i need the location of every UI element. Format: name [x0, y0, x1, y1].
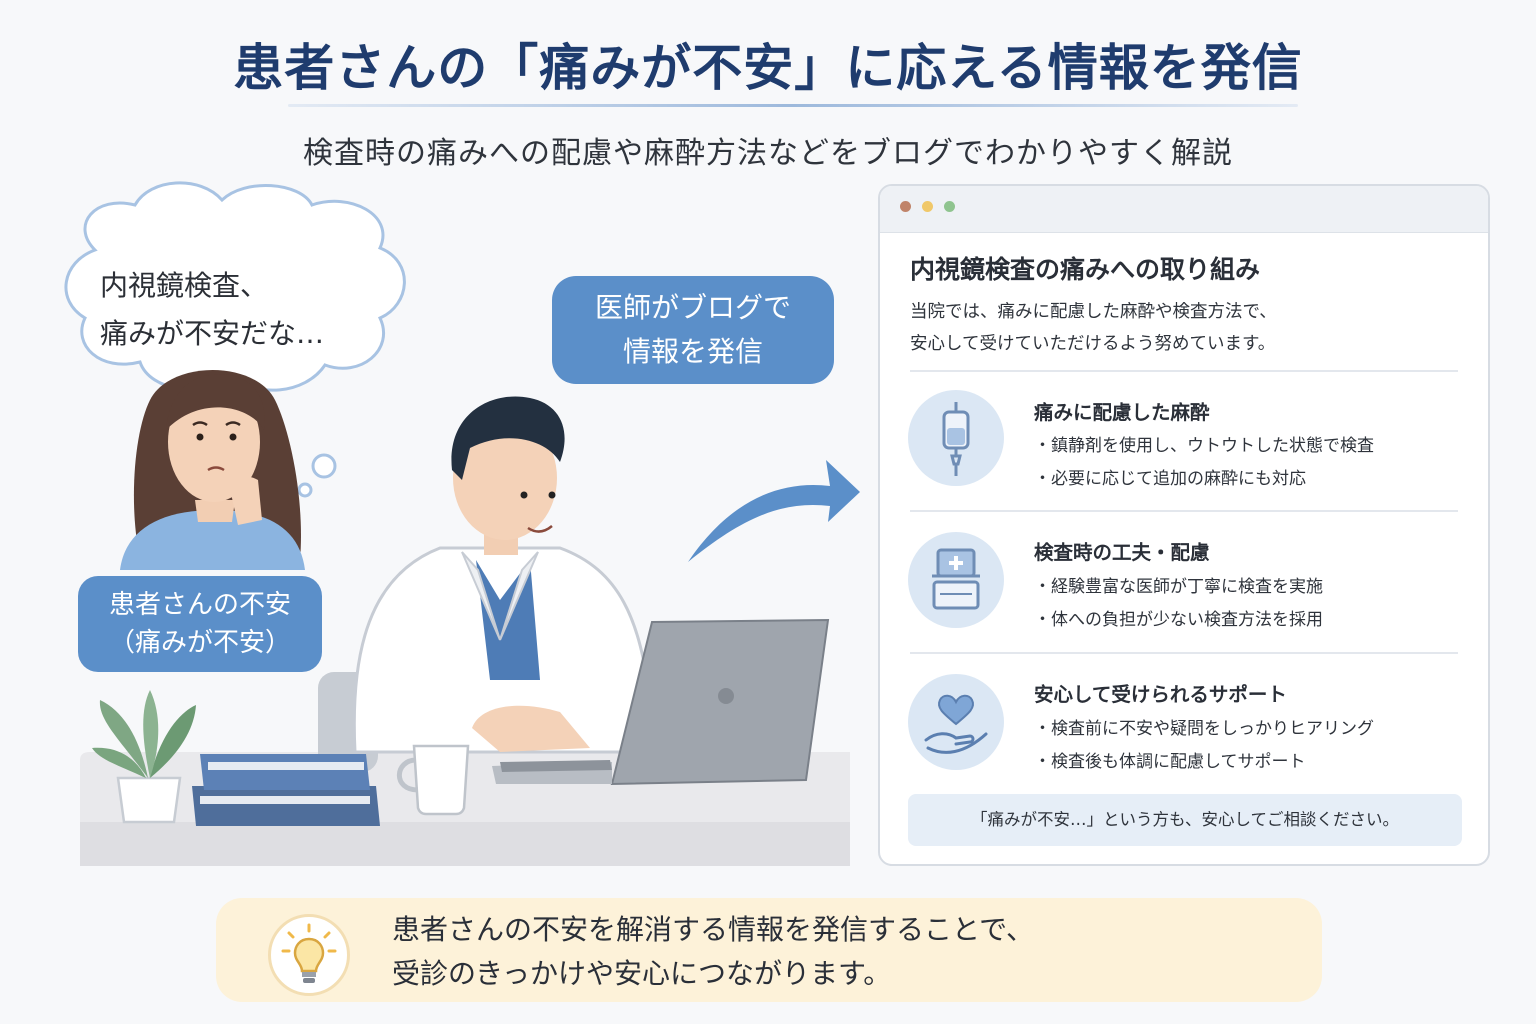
conclusion-text: 患者さんの不安を解消する情報を発信することで、 受診のきっかけや安心につながりま…: [392, 908, 1034, 996]
feature-bullet: ・検査前に不安や疑問をしっかりヒアリング: [1034, 719, 1374, 739]
blog-note: 「痛みが不安…」という方も、安心してご相談ください。: [908, 794, 1462, 846]
blog-window: 内視鏡検査の痛みへの取り組み 当院では、痛みに配慮した麻酔や検査方法で、 安心し…: [878, 184, 1490, 866]
feature-bullet: ・検査後も体調に配慮してサポート: [1034, 752, 1306, 772]
illustration-scene: [64, 181, 860, 866]
window-dot-green: [944, 201, 955, 212]
title-divider: [288, 104, 1298, 107]
thought-line-1: 内視鏡検査、: [100, 269, 269, 302]
laptop-icon: [492, 618, 830, 786]
arrow-icon: [688, 460, 860, 562]
window-dot-red: [900, 201, 911, 212]
iv-drip-icon: [908, 390, 1004, 486]
page-title: 患者さんの「痛みが不安」に応える情報を発信: [233, 39, 1303, 97]
blog-intro: 当院では、痛みに配慮した麻酔や検査方法で、 安心して受けていただけるよう努めてい…: [910, 296, 1470, 360]
conclusion-line-1: 患者さんの不安を解消する情報を発信することで、: [392, 913, 1035, 946]
feature-title-anesthesia: 痛みに配慮した麻酔: [1034, 401, 1210, 424]
divider: [910, 652, 1458, 654]
blog-intro-line-1: 当院では、痛みに配慮した麻酔や検査方法で、: [910, 302, 1277, 322]
divider: [910, 370, 1458, 372]
thought-line-2: 痛みが不安だな…: [100, 317, 325, 350]
feature-title-support: 安心して受けられるサポート: [1034, 683, 1287, 706]
blog-title: 内視鏡検査の痛みへの取り組み: [910, 255, 1261, 284]
plant-icon: [92, 690, 196, 824]
thought-text: 内視鏡検査、 痛みが不安だな…: [100, 262, 410, 358]
conclusion-line-2: 受診のきっかけや安心につながります。: [392, 957, 892, 990]
conclusion-box: [216, 898, 1322, 1002]
divider: [910, 510, 1458, 512]
patient-figure: [120, 370, 305, 570]
doctor-label: 医師がブログで 情報を発信: [552, 276, 834, 384]
books-icon: [192, 754, 380, 826]
lightbulb-icon: [268, 914, 350, 996]
feature-bullet: ・体への負担が少ない検査方法を採用: [1034, 610, 1323, 630]
patient-label: 患者さんの不安 （痛みが不安）: [78, 576, 322, 672]
feature-bullet: ・必要に応じて追加の麻酔にも対応: [1034, 469, 1306, 489]
thought-cloud: [64, 181, 406, 498]
blog-intro-line-2: 安心して受けていただけるよう努めています。: [910, 334, 1276, 354]
heart-hand-icon: [908, 674, 1004, 770]
browser-titlebar: [880, 186, 1488, 233]
page-subtitle: 検査時の痛みへの配慮や麻酔方法などをブログでわかりやすく解説: [303, 136, 1233, 171]
feature-bullet: ・経験豊富な医師が丁寧に検査を実施: [1034, 577, 1323, 597]
window-dot-yellow: [922, 201, 933, 212]
feature-bullet: ・鎮静剤を使用し、ウトウトした状態で検査: [1034, 436, 1374, 456]
medical-monitor-icon: [908, 532, 1004, 628]
doctor-figure: [352, 396, 652, 754]
mug-icon: [397, 744, 470, 816]
feature-title-care: 検査時の工夫・配慮: [1034, 541, 1210, 564]
